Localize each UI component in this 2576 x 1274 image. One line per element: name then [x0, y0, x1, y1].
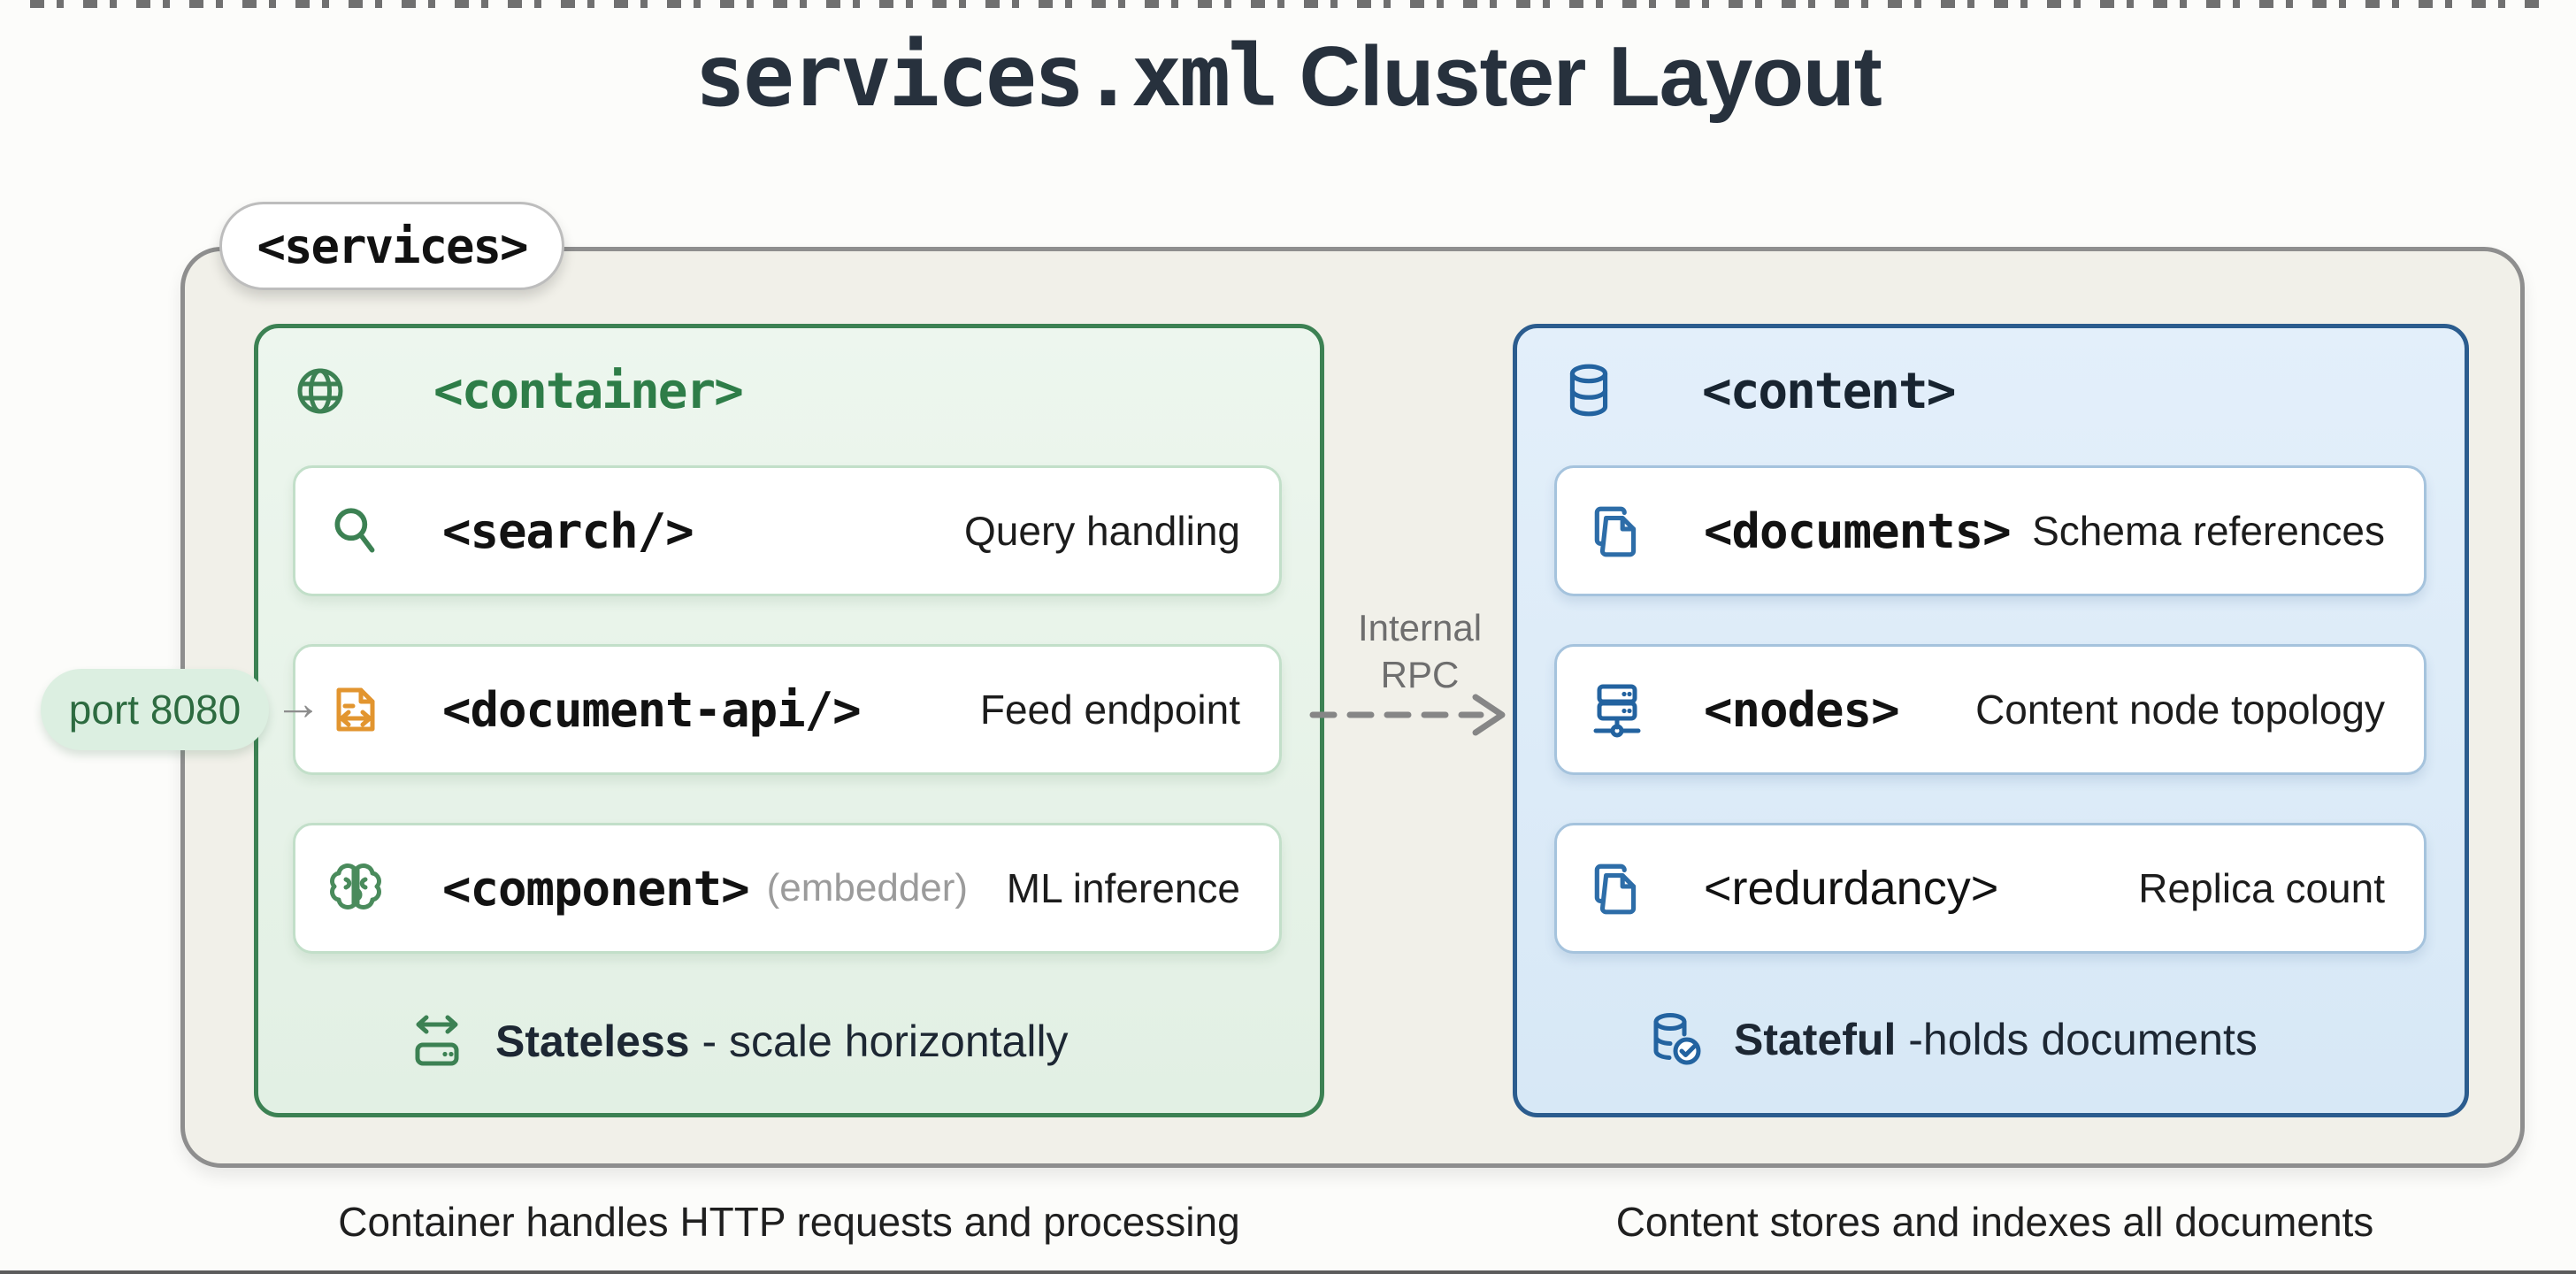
document-api-desc: Feed endpoint — [979, 687, 1240, 733]
stateful-footer: Stateful -holds documents — [1647, 1000, 2258, 1079]
nodes-desc: Content node topology — [1975, 687, 2385, 733]
component-tag: <component> — [442, 860, 750, 917]
stateful-bold: Stateful — [1734, 1015, 1897, 1064]
bottom-edge-line — [0, 1270, 2576, 1274]
rpc-line-2: RPC — [1380, 653, 1460, 695]
copy-icon — [1589, 860, 1645, 917]
stateless-rest: - scale horizontally — [689, 1017, 1069, 1066]
documents-tag: <documents> — [1704, 503, 2012, 559]
document-api-row: <document-api/> Feed endpoint — [293, 644, 1282, 775]
redundancy-row: <redurdancy> Replica count — [1554, 823, 2426, 954]
stateless-text: Stateless - scale horizontally — [495, 1016, 1069, 1067]
search-icon — [327, 503, 384, 559]
rpc-dashed-arrow-icon — [1307, 687, 1518, 743]
documents-row: <documents> Schema references — [1554, 465, 2426, 596]
database-check-icon — [1647, 1011, 1704, 1068]
file-transfer-icon — [327, 681, 384, 738]
container-header: <container> — [292, 357, 744, 425]
content-caption: Content stores and indexes all documents — [1615, 1199, 2374, 1245]
content-header: <content> — [1560, 357, 1956, 425]
component-desc: ML inference — [1006, 865, 1240, 911]
title-rest-part: Cluster Layout — [1276, 29, 1882, 124]
rpc-line-1: Internal — [1357, 607, 1483, 649]
documents-desc: Schema references — [2032, 508, 2385, 554]
brain-icon — [327, 860, 384, 917]
redundancy-tag: <redurdancy> — [1704, 862, 1999, 915]
component-note: (embedder) — [766, 866, 969, 909]
nodes-row: <nodes> Content node topology — [1554, 644, 2426, 775]
server-stack-icon — [1589, 681, 1645, 738]
content-tag: <content> — [1702, 362, 1956, 420]
internal-rpc-label: Internal RPC — [1322, 605, 1517, 698]
stateful-rest: -holds documents — [1896, 1015, 2258, 1064]
redundancy-desc: Replica count — [2138, 865, 2385, 911]
search-row: <search/> Query handling — [293, 465, 1282, 596]
page-title: services.xml Cluster Layout — [0, 27, 2576, 126]
stateless-footer: Stateless - scale horizontally — [409, 1002, 1069, 1081]
stateless-bold: Stateless — [495, 1017, 690, 1066]
container-tag: <container> — [433, 362, 744, 420]
globe-icon — [292, 363, 349, 419]
document-api-tag: <document-api/> — [442, 681, 862, 738]
port-arrow-icon: → — [274, 677, 322, 730]
component-row: <component> (embedder) ML inference — [293, 823, 1282, 954]
title-code-part: services.xml — [694, 27, 1279, 126]
copy-icon — [1589, 503, 1645, 559]
database-icon — [1560, 363, 1617, 419]
port-8080-badge: port 8080 — [41, 669, 269, 750]
container-caption: Container handles HTTP requests and proc… — [338, 1199, 1240, 1245]
horizontal-scale-icon — [409, 1013, 465, 1070]
search-desc: Query handling — [964, 508, 1240, 554]
nodes-tag: <nodes> — [1704, 681, 1900, 738]
stateful-text: Stateful -holds documents — [1734, 1014, 2258, 1065]
search-tag: <search/> — [442, 503, 694, 559]
top-edge-artifact — [30, 0, 2546, 8]
services-tag-pill: <services> — [219, 202, 564, 290]
